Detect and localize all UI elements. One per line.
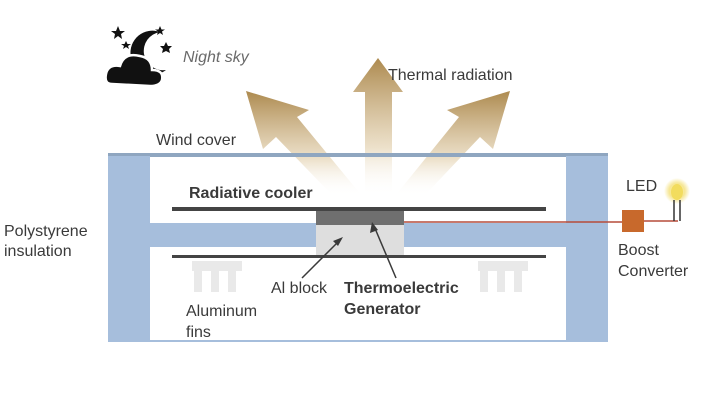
aluminum-fins-left xyxy=(192,261,242,292)
teg-top-plate xyxy=(316,211,404,225)
polystyrene-label-line2: insulation xyxy=(4,243,72,260)
teg-pointer xyxy=(370,222,397,279)
boost-converter xyxy=(622,210,644,232)
wind-cover-label: Wind cover xyxy=(156,132,237,149)
led-label: LED xyxy=(626,178,657,195)
star-icon xyxy=(111,26,172,53)
al-block xyxy=(316,225,404,257)
aluminum-fins-label-line2: fins xyxy=(186,324,211,341)
teg-label-line2: Generator xyxy=(344,301,420,318)
radiation-arrow-right xyxy=(395,91,510,196)
lower-plate xyxy=(172,255,546,258)
al-block-pointer xyxy=(301,237,343,279)
moon-cloud-icon xyxy=(104,30,166,88)
boost-converter-label-line2: Converter xyxy=(618,263,689,280)
radiative-cooler-label: Radiative cooler xyxy=(189,185,313,202)
thermal-radiation-label: Thermal radiation xyxy=(388,67,513,84)
thermal-radiation-arrows xyxy=(246,58,510,196)
al-block-label: Al block xyxy=(271,280,328,297)
radiation-arrow-center xyxy=(353,58,403,196)
aluminum-fins-right xyxy=(478,261,528,292)
boost-converter-label-line1: Boost xyxy=(618,242,659,259)
polystyrene-insulation xyxy=(108,156,608,342)
polystyrene-label-line1: Polystyrene xyxy=(4,223,88,240)
aluminum-fins-label-line1: Aluminum xyxy=(186,303,257,320)
radiation-arrow-left xyxy=(246,91,362,196)
housing-base xyxy=(108,340,608,342)
teg-label-line1: Thermoelectric xyxy=(344,280,459,297)
led-icon xyxy=(664,178,690,221)
wind-cover xyxy=(108,153,608,157)
night-sky-label: Night sky xyxy=(183,49,250,66)
radiative-cooler xyxy=(172,207,546,211)
